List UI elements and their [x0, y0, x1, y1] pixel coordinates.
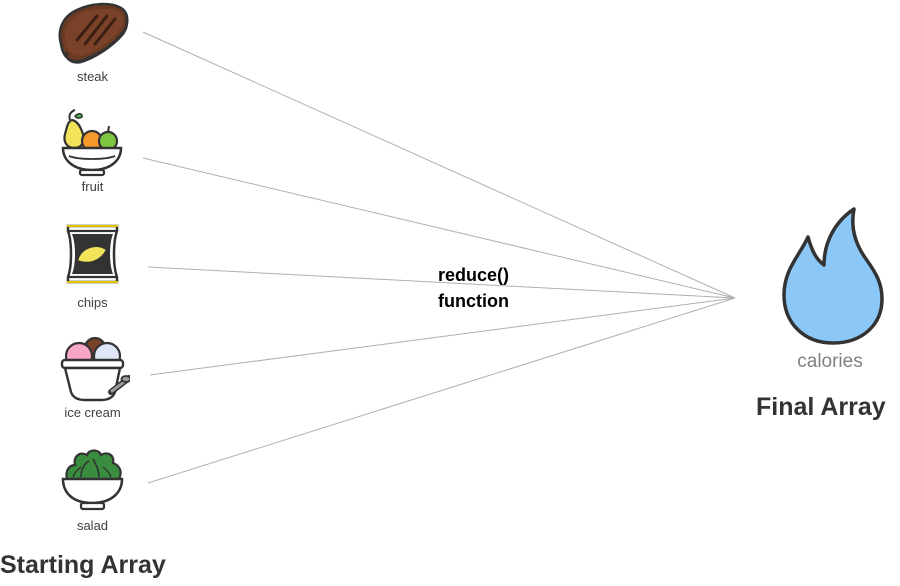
item-label: steak [76, 69, 109, 84]
item-label: salad [76, 518, 109, 533]
final-array-title: Final Array [756, 393, 886, 421]
connector-line [149, 297, 736, 376]
ice-cream-cup-icon [60, 336, 130, 402]
connector-line [142, 157, 736, 299]
fruit-bowl-icon [61, 109, 123, 177]
flame-icon [782, 207, 884, 345]
result-label: calories [797, 351, 863, 372]
list-item-salad: salad [55, 445, 130, 533]
steak-icon [58, 2, 129, 64]
connector-line [147, 297, 736, 484]
item-label: chips [77, 295, 108, 310]
connector-line [142, 31, 736, 299]
list-item-chips: chips [55, 222, 130, 310]
item-label: fruit [81, 179, 104, 194]
function-label: reduce() function [438, 262, 509, 314]
list-item-steak: steak [55, 0, 130, 84]
list-item-fruit: fruit [55, 108, 130, 194]
list-item-ice-cream: ice cream [55, 334, 130, 420]
connector-line [147, 266, 736, 299]
chips-bag-icon [66, 224, 119, 284]
function-name: reduce() [438, 265, 510, 285]
starting-array-title: Starting Array [0, 551, 166, 579]
item-label: ice cream [64, 405, 121, 420]
salad-bowl-icon [61, 449, 124, 511]
function-word: function [438, 291, 509, 311]
